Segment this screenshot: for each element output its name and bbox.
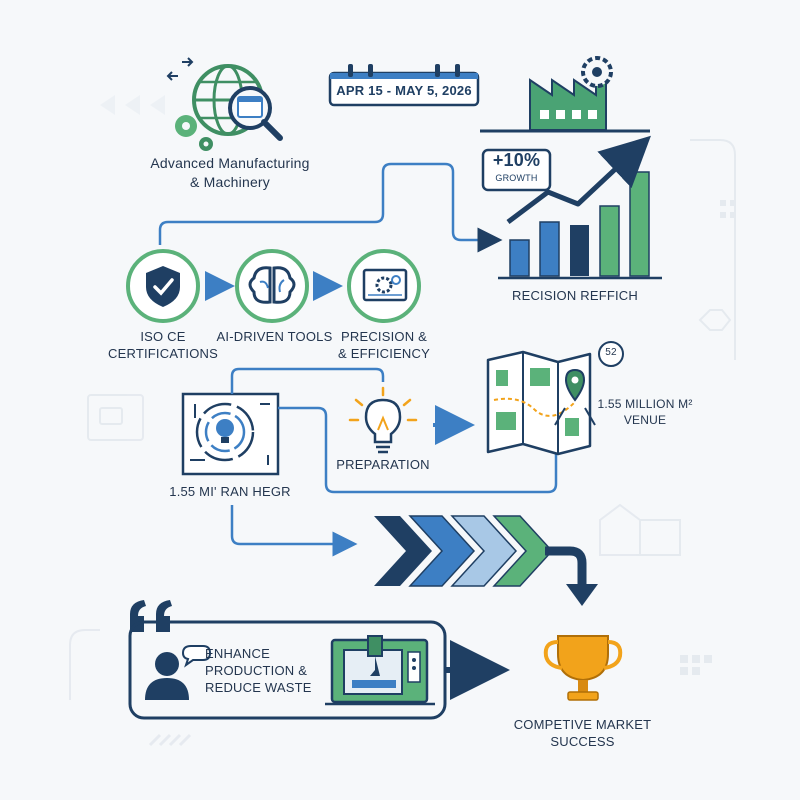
growth-bar-3 (570, 225, 589, 276)
venue-line1: 1.55 MILLION M² (597, 397, 693, 411)
step-1-label: ISO CE CERTIFICATIONS (98, 328, 228, 362)
step-shield-circle (126, 249, 200, 323)
connector-maze-to-chevrons (230, 505, 358, 557)
cnc-machine-icon (325, 635, 435, 706)
preparation-label: PREPARATION (336, 457, 430, 472)
step-3-line1: PRECISION & (341, 329, 427, 344)
connector-steps-to-growth (158, 162, 503, 253)
chevron-2 (408, 515, 476, 587)
step-brain-circle (235, 249, 309, 323)
venue-line2: VENUE (623, 413, 667, 427)
success-line1: COMPETIVE MARKET (513, 717, 652, 732)
growth-badge (481, 148, 552, 192)
growth-bar-5 (629, 171, 650, 277)
connector-maze-to-map (278, 406, 558, 494)
factory-icon (480, 56, 650, 133)
enhance-label: ENHANCE PRODUCTION & REDUCE WASTE (205, 645, 333, 696)
connector-maze-to-preparation (230, 367, 385, 394)
growth-bar-chart (481, 135, 662, 280)
enhance-line2: PRODUCTION & (205, 663, 308, 678)
person-speaking-icon (145, 645, 212, 700)
growth-label: GROWTH (495, 173, 538, 183)
growth-value: +10% (492, 150, 541, 170)
maze-caption: 1.55 MI' RAN HEGR (169, 484, 291, 499)
growth-bar-4 (599, 205, 620, 277)
success-line2: SUCCESS (550, 734, 615, 749)
enhance-line3: REDUCE WASTE (205, 680, 312, 695)
maze-lightbulb-box (181, 392, 280, 476)
process-chevrons (374, 515, 554, 587)
arrow-chevrons-to-trophy-head (566, 584, 598, 606)
growth-bar-2 (539, 221, 560, 277)
growth-bar-1 (509, 239, 530, 277)
quote-icon (130, 600, 172, 632)
globe-calendar-icon (166, 57, 283, 151)
growth-caption: RECISION REFFICH (512, 288, 638, 303)
map-badge (598, 341, 624, 367)
main-title: Advanced Manufacturing & Machinery (105, 154, 355, 192)
chevron-4 (492, 515, 554, 587)
date-calendar-banner (328, 64, 480, 107)
step-1-line1: ISO CE (140, 329, 186, 344)
trophy-icon (543, 635, 623, 701)
step-blueprint-circle (347, 249, 421, 323)
map-badge-number: 52 (605, 347, 617, 358)
arrow-chevrons-to-trophy (545, 546, 587, 586)
venue-label: 1.55 MILLION M² VENUE (580, 396, 710, 428)
main-title-line2: & Machinery (189, 174, 270, 190)
step-3-line2: & EFFICIENCY (338, 346, 430, 361)
venue-map-icon (486, 341, 624, 456)
enhance-line1: ENHANCE (205, 646, 270, 661)
date-range-text: APR 15 - MAY 5, 2026 (336, 83, 472, 98)
growth-trend-arrow (506, 135, 651, 224)
lightbulb-icon (348, 386, 418, 454)
chevron-3 (450, 515, 518, 587)
success-label: COMPETIVE MARKET SUCCESS (495, 716, 670, 750)
step-2-label: AI-DRIVEN TOOLS (216, 329, 333, 344)
main-title-line1: Advanced Manufacturing (150, 155, 310, 171)
background-decor (69, 95, 736, 747)
step-3-label: PRECISION & & EFFICIENCY (324, 328, 444, 362)
step-1-line2: CERTIFICATIONS (108, 346, 218, 361)
chevron-1 (374, 516, 432, 586)
